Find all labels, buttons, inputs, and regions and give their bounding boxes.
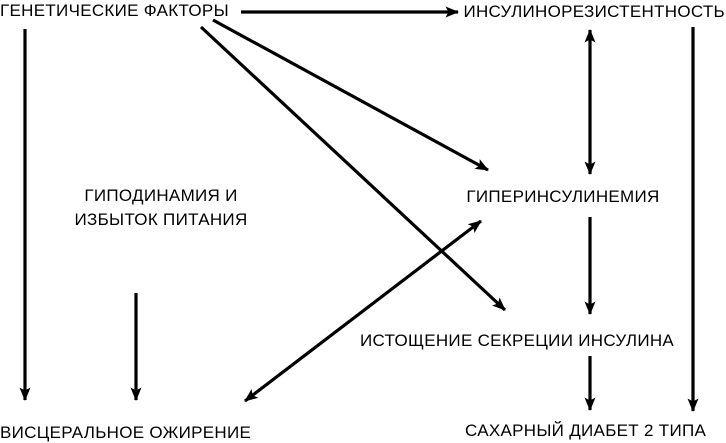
node-type2-diabetes: САХАРНЫЙ ДИАБЕТ 2 ТИПА [465, 421, 707, 440]
node-hypodynamia-line2: ИЗБЫТОК ПИТАНИЯ [74, 209, 248, 229]
edge-genetic-to-hyperinsulinemia [212, 18, 489, 172]
node-visceral-obesity: ВИСЦЕРАЛЬНОЕ ОЖИРЕНИЕ [0, 423, 252, 442]
edge-genetic-to-insulin-secretion-depletion [199, 25, 507, 312]
node-genetic-factors: ГЕНЕТИЧЕСКИЕ ФАКТОРЫ [0, 1, 229, 20]
node-insulin-resistance: ИНСУЛИНОРЕЗИСТЕНТНОСТЬ [463, 2, 725, 21]
node-hypodynamia-line1: ГИПОДИНАМИЯ И [84, 186, 238, 205]
node-hyperinsulinemia: ГИПЕРИНСУЛИНЕМИЯ [466, 187, 660, 206]
node-hypodynamia-overnutrition: ГИПОДИНАМИЯ И ИЗБЫТОК ПИТАНИЯ [61, 184, 261, 231]
edge-visceral-obesity-hyperinsulinemia-bidirectional [244, 219, 482, 403]
node-insulin-secretion-depletion: ИСТОЩЕНИЕ СЕКРЕЦИИ ИНСУЛИНА [360, 331, 675, 350]
